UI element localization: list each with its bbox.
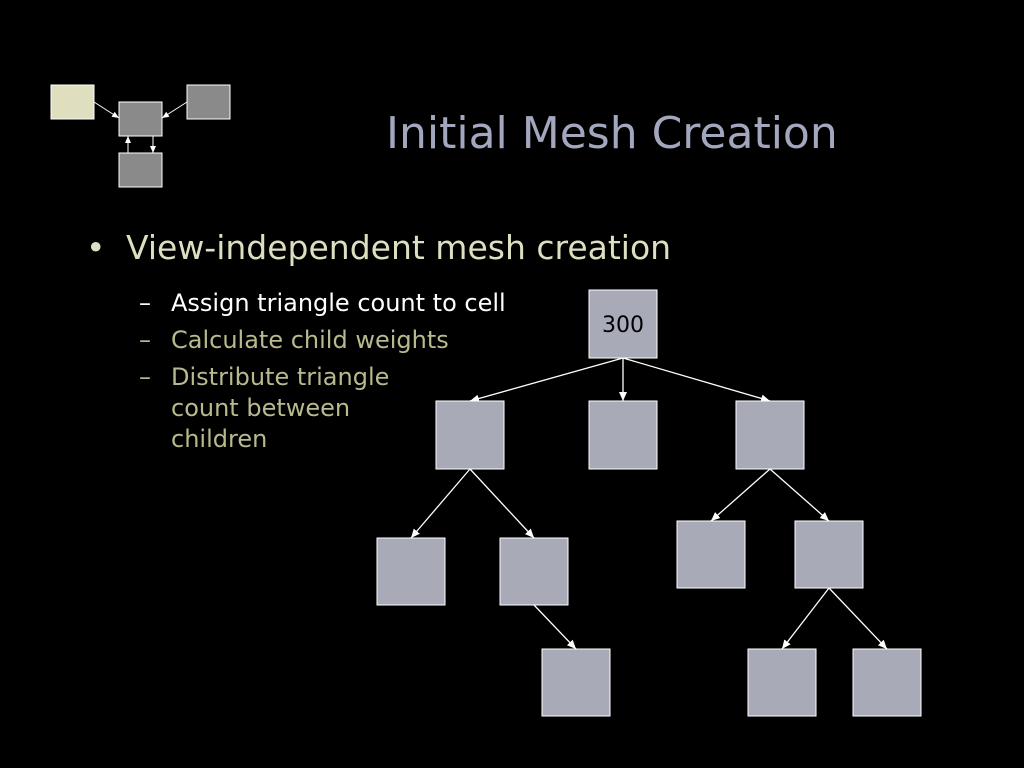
main-bullet: • View-independent mesh creation: [86, 228, 671, 267]
tree-node-d: [676, 520, 746, 589]
sub-bullet-line: count between: [171, 394, 351, 422]
mini-arrow-left: [93, 101, 120, 119]
edge-root-to-child-right: [622, 357, 771, 403]
tree-node-leaf-a: [376, 537, 446, 606]
sub-bullet-text: Calculate child weights: [171, 326, 449, 354]
sub-bullet-distribute: –Distribute triangle count between childre…: [139, 362, 389, 455]
sub-bullet-assign: –Assign triangle count to cell: [139, 288, 506, 319]
mini-arrow-right: [161, 101, 188, 119]
edge-node-e-to-leaf-f: [781, 587, 830, 650]
tree-node-leaf-g: [852, 648, 922, 717]
edge-right-to-node-d: [710, 468, 771, 522]
tree-node-child-right: [735, 400, 805, 470]
tree-nodes: [376, 289, 922, 717]
edge-node-e-to-leaf-g: [828, 587, 888, 650]
tree-node-child-middle: [588, 400, 658, 470]
edge-right-to-node-e: [769, 468, 830, 522]
sub-bullet-weights: –Calculate child weights: [139, 325, 449, 356]
edge-root-to-child-left: [469, 357, 624, 403]
mini-diagram: [50, 84, 231, 188]
bullet-marker: •: [86, 228, 106, 267]
tree-node-leaf-b: [499, 537, 569, 606]
mini-box-right: [186, 84, 231, 120]
slide-title: Initial Mesh Creation: [386, 108, 838, 159]
sub-bullet-line: Distribute triangle: [171, 363, 390, 391]
mini-box-bottom: [118, 152, 163, 188]
edge-left-to-leaf-a: [410, 468, 471, 539]
tree-node-e: [794, 520, 864, 589]
sub-bullet-marker: –: [139, 326, 151, 354]
tree-node-child-left: [435, 400, 505, 470]
tree-node-leaf-f: [747, 648, 817, 717]
sub-bullet-line: children: [171, 425, 268, 453]
root-node-label: 300: [602, 313, 644, 338]
sub-bullet-text: Assign triangle count to cell: [171, 289, 506, 317]
tree-edges: [410, 357, 888, 650]
mini-box-center: [118, 101, 163, 137]
main-bullet-text: View-independent mesh creation: [126, 228, 672, 267]
sub-bullet-marker: –: [139, 289, 151, 317]
sub-bullet-marker: –: [139, 363, 151, 391]
mini-box-input: [50, 84, 95, 120]
sub-bullet-text-block: Distribute triangle count between children: [171, 362, 389, 455]
edge-left-to-leaf-b: [469, 468, 535, 539]
tree-node-leaf-c: [541, 648, 611, 717]
tree-node-root: [588, 289, 658, 359]
edge-leaf-b-to-leaf-c: [533, 604, 577, 650]
